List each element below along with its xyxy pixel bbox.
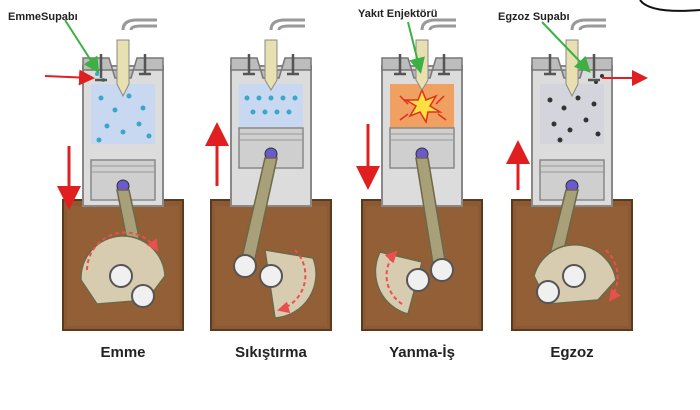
crankshaft (407, 269, 429, 291)
crankshaft (563, 265, 585, 287)
stage-label-power: Yanma-İş (389, 344, 455, 361)
spark-plug (265, 40, 277, 90)
stage-label-compression: Sıkıştırma (235, 344, 307, 361)
crankpin (537, 281, 559, 303)
exhaust-valve-label: Egzoz Supabı (498, 11, 570, 23)
crankshaft (260, 265, 282, 287)
intake-valve-pointer (65, 20, 97, 70)
intake-valve-label: EmmeSupabı (8, 11, 78, 23)
crankpin (234, 255, 256, 277)
engine-power-stroke (362, 20, 482, 330)
spark-plug (117, 40, 129, 96)
stage-label-intake: Emme (100, 344, 145, 361)
engine-compression-stroke (211, 20, 331, 330)
crankpin (431, 259, 453, 281)
engine-exhaust-stroke (512, 20, 644, 330)
corner-arc-decoration (640, 0, 700, 11)
engine-intake-stroke (45, 20, 183, 330)
crankpin (132, 285, 154, 307)
crankshaft (110, 265, 132, 287)
stage-label-exhaust: Egzoz (550, 344, 593, 361)
fuel-injector-label: Yakıt Enjektörü (358, 8, 437, 20)
